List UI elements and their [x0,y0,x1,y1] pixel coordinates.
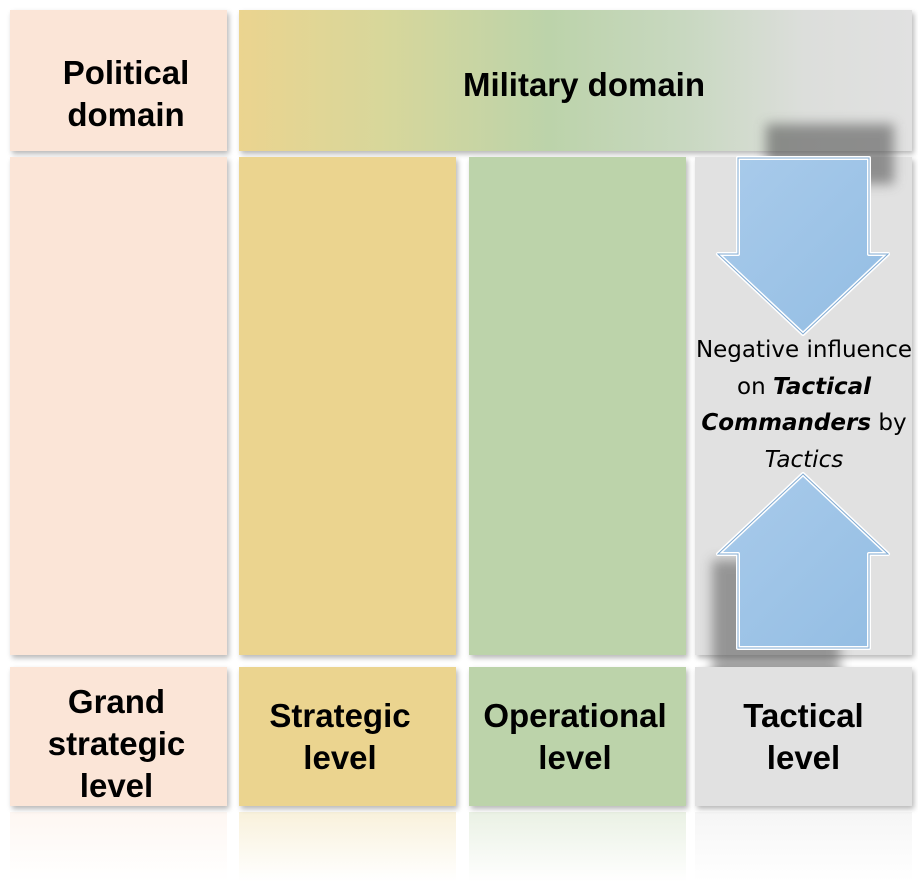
political-domain-line-1: Political [62,54,190,91]
political-domain-header [10,10,227,151]
note-line-3: Commanders by [686,405,918,442]
note-line-3-suffix: by [871,410,907,436]
political-column [10,157,227,655]
operational-level-label: Operational level [469,667,681,806]
operational-reflection [469,812,686,882]
strategic-line-2: level [303,738,377,776]
grand-strategic-line-3: level [79,767,154,804]
strategic-column [239,157,456,655]
operational-line-2: level [538,738,612,776]
military-domain-label: Military domain [462,66,706,103]
strategic-level-box [239,667,456,806]
grand-strategic-line-1: Grand [67,683,166,720]
grand-strategic-box [10,667,227,806]
political-reflection [10,812,227,882]
note-line-2-emphasis: Tactical [772,373,871,400]
operational-column [469,157,686,655]
strategic-reflection [239,812,456,882]
tactical-line-2: level [766,738,841,776]
tactical-line-1: Tactical [743,696,864,734]
note-line-2-prefix: on [737,373,773,400]
operational-level-box [469,667,686,806]
note-line-3-emphasis: Commanders [701,410,872,436]
tactical-reflection [695,812,912,882]
down-arrow-icon [716,156,890,336]
grand-strategic-label: Grand strategic level [10,667,223,821]
grand-strategic-line-2: strategic [47,725,186,762]
political-domain-line-2: domain [67,96,185,133]
tactical-influence-note: Negative influence on Tactical Commander… [686,332,918,478]
strategic-level-label: Strategic level [239,667,441,806]
up-arrow-icon [716,472,890,650]
note-line-1: Negative influence [695,337,913,363]
tactical-level-label: Tactical level [695,667,912,806]
note-line-4: Tactics [686,442,918,479]
tactical-level-box [695,667,912,806]
strategic-line-1: Strategic [269,696,411,734]
operational-line-1: Operational [483,696,667,734]
note-line-4-emphasis: Tactics [764,446,844,473]
political-domain-label: Political domain [10,10,242,178]
note-line-2: on Tactical [686,369,918,406]
